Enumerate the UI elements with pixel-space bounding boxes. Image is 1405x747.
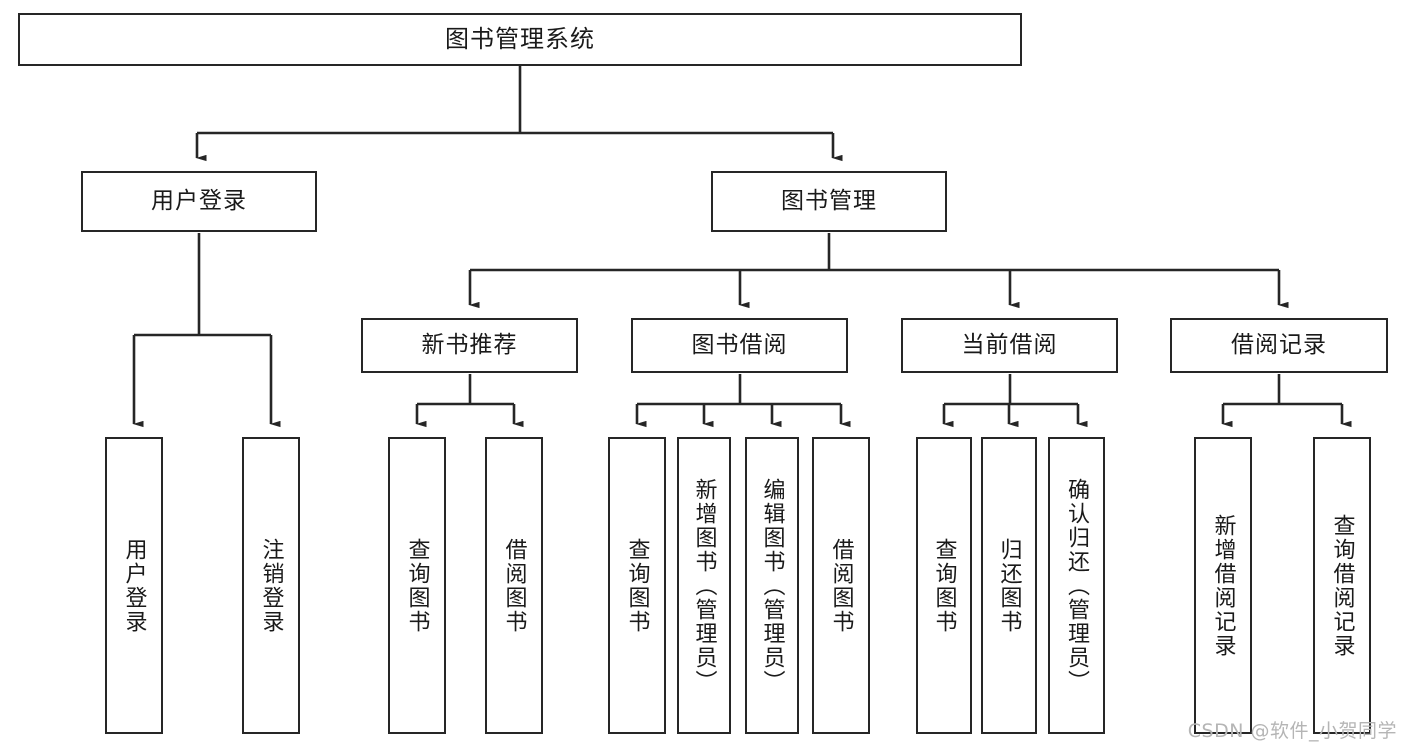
node-book-borrow-label: 图书借阅: [691, 331, 788, 358]
leaf-logout[interactable]: 注销登录: [242, 437, 300, 734]
leaf-current-query-book-label: 查询图书: [931, 537, 957, 634]
leaf-borrow-query-book[interactable]: 查询图书: [608, 437, 666, 734]
node-user-login-label: 用户登录: [151, 187, 247, 214]
leaf-borrow-edit-book[interactable]: 编辑图书（管理员）: [745, 437, 799, 734]
leaf-recommend-borrow-book[interactable]: 借阅图书: [485, 437, 543, 734]
leaf-record-query-label: 查询借阅记录: [1329, 513, 1355, 658]
leaf-current-return-book-label: 归还图书: [996, 537, 1022, 634]
leaf-borrow-borrow-book-label: 借阅图书: [828, 537, 854, 634]
leaf-borrow-add-book[interactable]: 新增图书（管理员）: [677, 437, 731, 734]
node-book-management-label: 图书管理: [781, 187, 877, 214]
node-new-book-recommend[interactable]: 新书推荐: [361, 318, 578, 373]
leaf-borrow-query-book-label: 查询图书: [624, 537, 650, 634]
watermark: CSDN @软件_小贺同学: [1187, 720, 1397, 742]
leaf-borrow-add-book-label: 新增图书（管理员）: [691, 477, 717, 694]
leaf-current-return-book[interactable]: 归还图书: [981, 437, 1037, 734]
node-book-borrow[interactable]: 图书借阅: [631, 318, 848, 373]
node-user-login[interactable]: 用户登录: [81, 171, 317, 232]
leaf-record-add-label: 新增借阅记录: [1210, 513, 1236, 658]
node-borrow-record[interactable]: 借阅记录: [1170, 318, 1388, 373]
leaf-user-login[interactable]: 用户登录: [105, 437, 163, 734]
leaf-borrow-borrow-book[interactable]: 借阅图书: [812, 437, 870, 734]
leaf-user-login-label: 用户登录: [121, 537, 147, 634]
leaf-record-add[interactable]: 新增借阅记录: [1194, 437, 1252, 734]
node-current-borrow[interactable]: 当前借阅: [901, 318, 1118, 373]
node-new-book-recommend-label: 新书推荐: [421, 331, 518, 358]
leaf-recommend-borrow-book-label: 借阅图书: [501, 537, 527, 634]
leaf-current-query-book[interactable]: 查询图书: [916, 437, 972, 734]
node-book-management[interactable]: 图书管理: [711, 171, 947, 232]
node-root[interactable]: 图书管理系统: [18, 13, 1022, 66]
node-current-borrow-label: 当前借阅: [961, 331, 1058, 358]
leaf-borrow-edit-book-label: 编辑图书（管理员）: [759, 477, 785, 694]
leaf-recommend-query-book[interactable]: 查询图书: [388, 437, 446, 734]
leaf-current-confirm-return-label: 确认归还（管理员）: [1064, 477, 1090, 694]
leaf-recommend-query-book-label: 查询图书: [404, 537, 430, 634]
leaf-record-query[interactable]: 查询借阅记录: [1313, 437, 1371, 734]
node-root-label: 图书管理系统: [445, 25, 595, 54]
leaf-logout-label: 注销登录: [258, 537, 284, 634]
leaf-current-confirm-return[interactable]: 确认归还（管理员）: [1048, 437, 1105, 734]
node-borrow-record-label: 借阅记录: [1231, 331, 1327, 358]
